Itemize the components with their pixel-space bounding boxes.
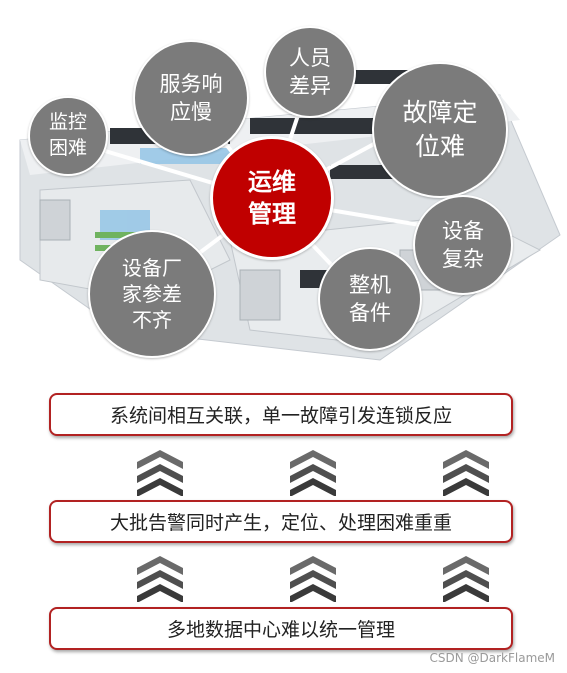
issue-bubble-spare-parts: 整机 备件 — [318, 247, 422, 351]
lower-chevron-0-1 — [137, 570, 183, 589]
upper-chevron-0-0 — [137, 450, 183, 469]
watermark: CSDN @DarkFlameM — [429, 651, 555, 665]
chain-box-alarm-storm: 大批告警同时产生，定位、处理困难重重 — [49, 500, 513, 543]
issue-bubble-vendor-diversity: 设备厂 家参差 不齐 — [88, 230, 216, 358]
center-ops-management: 运维 管理 — [210, 136, 334, 260]
chain-box-multi-site: 多地数据中心难以统一管理 — [49, 607, 513, 650]
lower-chevron-2-1 — [443, 570, 489, 589]
issue-bubble-service-response: 服务响 应慢 — [133, 40, 249, 156]
upper-chevron-2-2 — [443, 478, 489, 496]
lower-chevron-0-0 — [137, 556, 183, 575]
upper-chevron-1-0 — [290, 450, 336, 469]
issue-bubble-device-complexity: 设备 复杂 — [413, 195, 513, 295]
upper-chevron-0-2 — [137, 478, 183, 496]
lower-chevron-1-0 — [290, 556, 336, 575]
upper-chevron-2-1 — [443, 464, 489, 483]
chain-box-cascading-faults: 系统间相互关联，单一故障引发连锁反应 — [49, 393, 513, 436]
lower-chevron-1-1 — [290, 570, 336, 589]
upper-chevron-1-1 — [290, 464, 336, 483]
issue-bubble-fault-location: 故障定 位难 — [372, 62, 508, 198]
chevron-row-lower — [137, 556, 489, 602]
upper-chevron-0-1 — [137, 464, 183, 483]
lower-chevron-0-2 — [137, 584, 183, 602]
lower-chevron-1-2 — [290, 584, 336, 602]
upper-chevron-1-2 — [290, 478, 336, 496]
lower-chevron-2-2 — [443, 584, 489, 602]
upper-chevron-2-0 — [443, 450, 489, 469]
issue-bubble-staff: 人员 差异 — [264, 26, 356, 118]
lower-chevron-2-0 — [443, 556, 489, 575]
issue-bubble-monitoring: 监控 困难 — [28, 96, 108, 176]
chevron-row-upper — [137, 450, 489, 496]
